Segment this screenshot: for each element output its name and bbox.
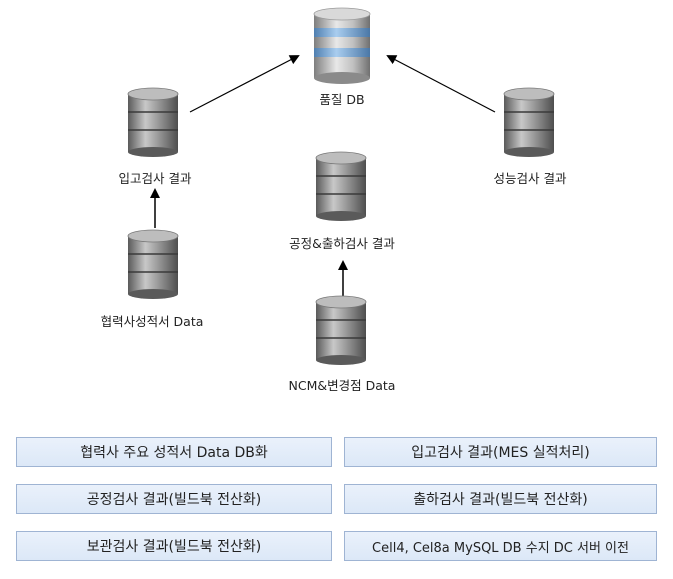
performance-db-icon [503,87,555,157]
arrow-incoming-to-db [189,55,300,113]
quality-db-label: 품질 DB [319,92,365,107]
ncm-db-icon [315,295,367,365]
task-box-supplier-report: 협력사 주요 성적서 Data DB화 [16,437,332,467]
task-box-server-migration: Cell4, Cel8a MySQL DB 수지 DC 서버 이전 [344,531,657,561]
task-box-storage-inspection: 보관검사 결과(빌드북 전산화) [16,531,332,561]
quality-db-icon [313,7,371,84]
incoming-db-icon [127,87,179,157]
supplier-db-icon [127,229,179,299]
task-box-shipping-inspection: 출하검사 결과(빌드북 전산화) [344,484,657,514]
incoming-label: 입고검사 결과 [118,171,192,186]
supplier-label: 협력사성적서 Data [100,314,204,329]
process-shipping-label: 공정&출하검사 결과 [289,236,395,251]
arrow-performance-to-db [386,55,496,113]
performance-label: 성능검사 결과 [493,171,567,186]
task-box-process-inspection: 공정검사 결과(빌드북 전산화) [16,484,332,514]
diagram-canvas [127,7,555,365]
ncm-label: NCM&변경점 Data [288,378,396,393]
task-box-incoming-mes: 입고검사 결과(MES 실적처리) [344,437,657,467]
process-shipping-db-icon [315,151,367,221]
